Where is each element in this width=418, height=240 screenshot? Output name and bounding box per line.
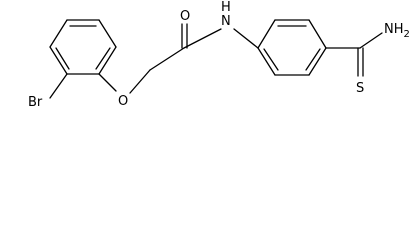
bond [95, 47, 111, 70]
bond [257, 47, 276, 76]
bond [308, 19, 327, 49]
amide-nitrogen-label: N [221, 14, 231, 29]
bond [257, 19, 276, 49]
molecule-structure: Br O O N H NH2 S [28, 0, 410, 110]
amide-hydrogen-label: H [221, 0, 231, 15]
bond [98, 46, 117, 75]
bond [49, 73, 68, 99]
subscript-2: 2 [404, 29, 410, 40]
bond [55, 47, 70, 70]
bond [233, 28, 259, 49]
thioamide-nitrogen-label: NH2 [384, 22, 410, 40]
bond [308, 47, 327, 76]
bond [263, 48, 279, 71]
ether-oxygen-label: O [118, 94, 128, 109]
bond [183, 28, 222, 49]
bond [305, 48, 321, 71]
bond [359, 32, 383, 49]
thioamide-sulfur-label: S [356, 81, 364, 96]
bond [49, 19, 68, 48]
carbonyl-oxygen-label: O [180, 9, 190, 24]
phenylene-ring [257, 19, 327, 76]
bromine-label: Br [28, 95, 43, 110]
bond [49, 46, 68, 75]
bond [149, 47, 185, 71]
bond [98, 19, 117, 48]
bond [129, 69, 151, 94]
bromophenyl-ring [49, 19, 117, 75]
bond [98, 73, 117, 92]
